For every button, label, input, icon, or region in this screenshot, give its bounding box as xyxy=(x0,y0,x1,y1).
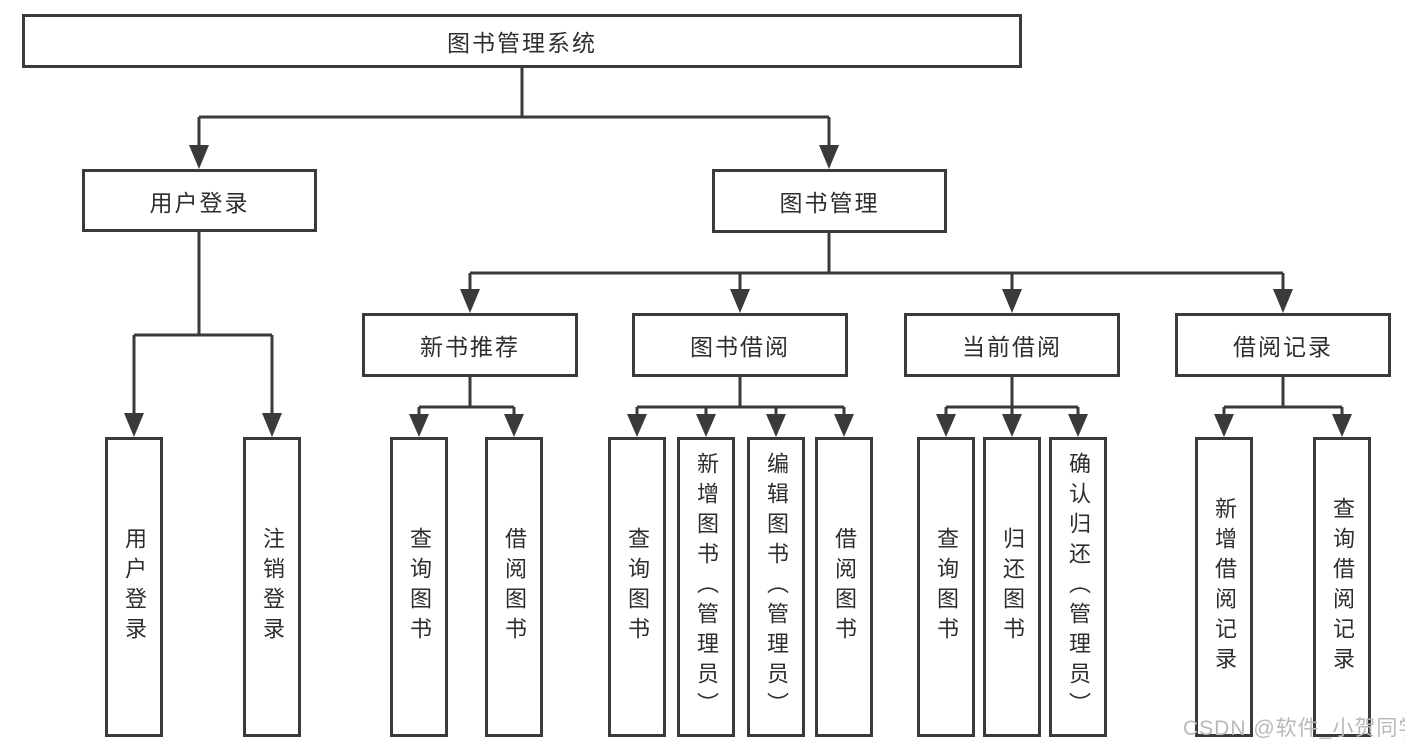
node-user-login: 用户登录 xyxy=(82,169,317,232)
leaf-recommend-borrow-books-label: 借阅图书 xyxy=(502,527,527,647)
node-current-borrow: 当前借阅 xyxy=(904,313,1120,377)
leaf-borrow-add-books-admin: 新增图书（管理员） xyxy=(677,437,735,737)
node-root: 图书管理系统 xyxy=(22,14,1022,68)
node-root-label: 图书管理系统 xyxy=(447,30,597,56)
leaf-current-confirm-return-admin: 确认归还（管理员） xyxy=(1049,437,1107,737)
connector-book-borrow-to-leaves xyxy=(627,377,854,437)
leaf-borrow-query-books-label: 查询图书 xyxy=(625,527,650,647)
connector-user-login-to-leaves xyxy=(124,232,282,437)
leaf-borrow-add-books-admin-label: 新增图书（管理员） xyxy=(694,452,719,722)
node-user-login-label: 用户登录 xyxy=(149,189,250,216)
arrowhead-to-new-book-recommend xyxy=(460,289,480,313)
arrowhead-to-current-borrow xyxy=(1002,289,1022,313)
leaf-current-return-books: 归还图书 xyxy=(983,437,1041,737)
node-new-book-recommend: 新书推荐 xyxy=(362,313,578,377)
node-book-management-label: 图书管理 xyxy=(779,190,880,216)
connector-borrow-records-to-leaves xyxy=(1214,377,1352,437)
leaf-borrow-borrow-books-label: 借阅图书 xyxy=(832,527,857,647)
watermark-text: CSDN @软件_小贺同学 xyxy=(1183,717,1405,740)
arrowhead-to-book-management xyxy=(819,145,839,169)
leaf-borrow-query-books: 查询图书 xyxy=(608,437,666,737)
leaf-records-add-record: 新增借阅记录 xyxy=(1195,437,1253,737)
leaf-current-confirm-return-admin-label: 确认归还（管理员） xyxy=(1066,452,1091,722)
leaf-recommend-query-books-label: 查询图书 xyxy=(407,527,432,647)
leaf-recommend-query-books: 查询图书 xyxy=(390,437,448,737)
node-book-borrow: 图书借阅 xyxy=(632,313,848,377)
leaf-user-login-label: 用户登录 xyxy=(122,527,147,647)
leaf-current-query-books-label: 查询图书 xyxy=(934,527,959,647)
leaf-logout: 注销登录 xyxy=(243,437,301,737)
leaf-user-login: 用户登录 xyxy=(105,437,163,737)
leaf-records-query-record: 查询借阅记录 xyxy=(1313,437,1371,737)
arrowhead-to-leaf-logout xyxy=(262,413,282,437)
connector-book-management-to-level3 xyxy=(460,233,1293,313)
leaf-current-return-books-label: 归还图书 xyxy=(1000,527,1025,647)
node-borrow-records-label: 借阅记录 xyxy=(1233,334,1333,360)
leaf-records-query-record-label: 查询借阅记录 xyxy=(1330,497,1355,677)
node-borrow-records: 借阅记录 xyxy=(1175,313,1391,377)
leaf-recommend-borrow-books: 借阅图书 xyxy=(485,437,543,737)
leaf-logout-label: 注销登录 xyxy=(260,527,285,647)
leaf-borrow-edit-books-admin: 编辑图书（管理员） xyxy=(747,437,805,737)
connector-new-book-recommend-to-leaves xyxy=(409,377,524,437)
arrowhead-to-user-login xyxy=(189,145,209,169)
node-new-book-recommend-label: 新书推荐 xyxy=(420,334,520,360)
leaf-records-add-record-label: 新增借阅记录 xyxy=(1212,497,1237,677)
connector-current-borrow-to-leaves xyxy=(936,377,1088,437)
node-current-borrow-label: 当前借阅 xyxy=(962,334,1062,360)
arrowhead-to-book-borrow xyxy=(730,289,750,313)
leaf-borrow-borrow-books: 借阅图书 xyxy=(815,437,873,737)
connector-root-to-level2 xyxy=(189,68,839,169)
node-book-management: 图书管理 xyxy=(712,169,947,233)
arrowhead-to-leaf-user-login xyxy=(124,413,144,437)
node-book-borrow-label: 图书借阅 xyxy=(690,334,790,360)
arrowhead-to-borrow-records xyxy=(1273,289,1293,313)
leaf-current-query-books: 查询图书 xyxy=(917,437,975,737)
leaf-borrow-edit-books-admin-label: 编辑图书（管理员） xyxy=(764,452,789,722)
